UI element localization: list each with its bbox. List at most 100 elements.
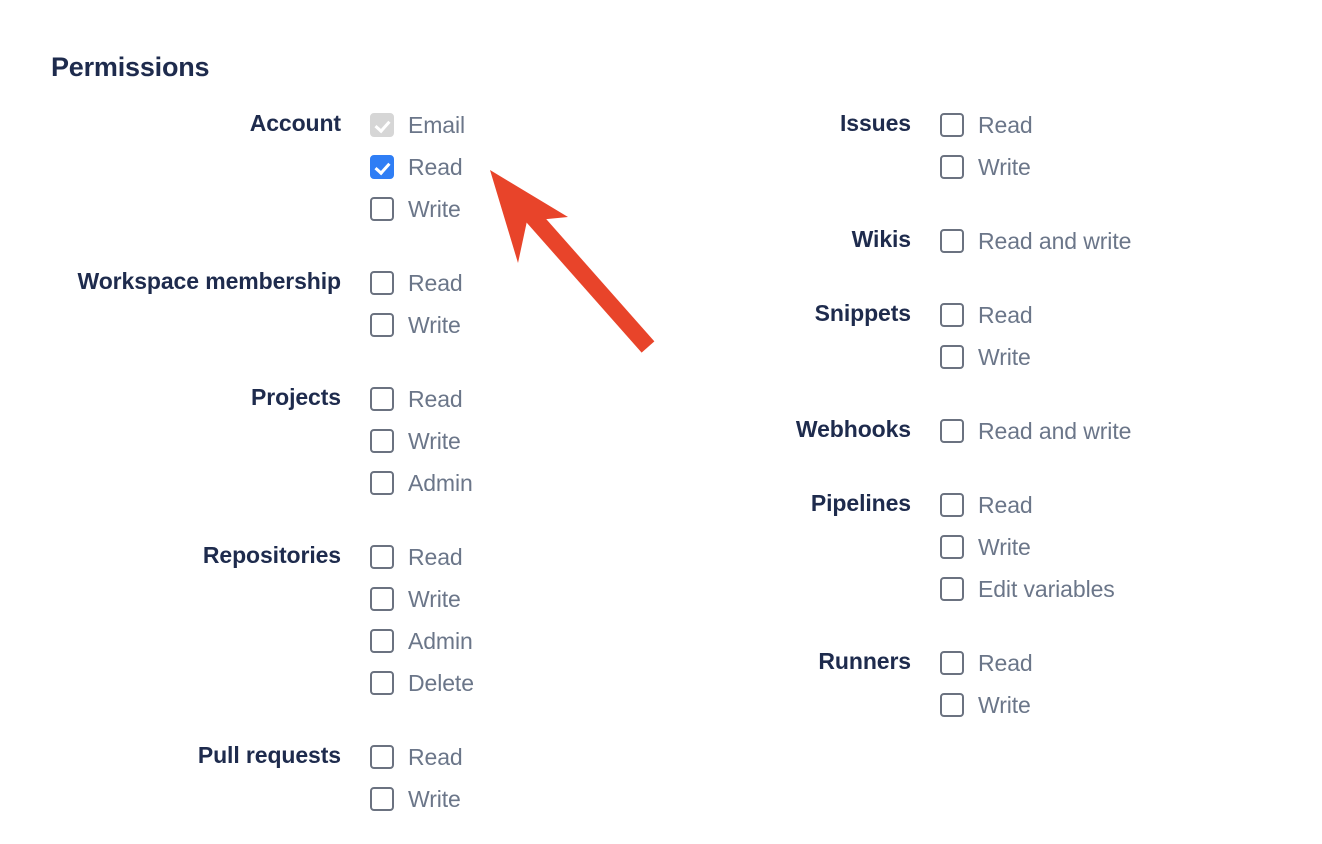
permission-option-label: Write — [408, 312, 461, 338]
permission-group-label: Issues — [839, 110, 911, 136]
permission-option-row[interactable]: Admin — [370, 462, 660, 504]
permission-option-label: Delete — [408, 670, 474, 696]
checkbox-account-email — [370, 113, 394, 137]
permission-option-row[interactable]: Write — [940, 526, 1270, 568]
permission-option-row[interactable]: Write — [370, 304, 660, 346]
permission-group-label: Projects — [251, 384, 341, 410]
permission-option-row[interactable]: Write — [370, 578, 660, 620]
checkbox-pipelines-read[interactable] — [940, 493, 964, 517]
checkbox-repositories-write[interactable] — [370, 587, 394, 611]
permission-option-label: Read — [978, 492, 1033, 518]
checkbox-projects-write[interactable] — [370, 429, 394, 453]
permission-option-row[interactable]: Delete — [370, 662, 660, 704]
permission-option-label: Read — [408, 154, 463, 180]
permission-group-label: Workspace membership — [77, 268, 342, 294]
checkbox-runners-write[interactable] — [940, 693, 964, 717]
permission-option-label: Write — [978, 154, 1031, 180]
permission-option-label: Read — [408, 386, 463, 412]
permission-option-row[interactable]: Email — [370, 104, 660, 146]
checkbox-repositories-delete[interactable] — [370, 671, 394, 695]
checkbox-repositories-read[interactable] — [370, 545, 394, 569]
permission-option-label: Read — [978, 112, 1033, 138]
permission-option-row[interactable]: Write — [370, 420, 660, 462]
permission-option-row[interactable]: Read and write — [940, 220, 1270, 262]
checkbox-pipelines-edit-variables[interactable] — [940, 577, 964, 601]
permission-option-label: Read and write — [978, 418, 1132, 444]
permission-option-row[interactable]: Edit variables — [940, 568, 1270, 610]
permission-option-row[interactable]: Read — [370, 536, 660, 578]
checkbox-projects-read[interactable] — [370, 387, 394, 411]
permission-option-label: Email — [408, 112, 466, 138]
checkbox-webhooks-read-and-write[interactable] — [940, 419, 964, 443]
page-title: Permissions — [51, 52, 210, 82]
permission-option-row[interactable]: Read — [370, 736, 660, 778]
permission-group: Webhooks Read and write — [570, 410, 1270, 452]
permission-option-label: Read — [978, 650, 1033, 676]
checkbox-account-write[interactable] — [370, 197, 394, 221]
permission-option-label: Admin — [408, 470, 473, 496]
checkbox-wikis-read-and-write[interactable] — [940, 229, 964, 253]
permission-option-label: Write — [408, 428, 461, 454]
permission-option-row[interactable]: Read — [370, 146, 660, 188]
checkbox-runners-read[interactable] — [940, 651, 964, 675]
permission-option-label: Write — [978, 534, 1031, 560]
checkbox-snippets-write[interactable] — [940, 345, 964, 369]
permission-option-label: Read — [978, 302, 1033, 328]
checkbox-workspace-membership-write[interactable] — [370, 313, 394, 337]
permission-option-row[interactable]: Write — [370, 778, 660, 820]
permission-option-row[interactable]: Read and write — [940, 410, 1270, 452]
permission-option-label: Edit variables — [978, 576, 1115, 602]
checkbox-pull-requests-write[interactable] — [370, 787, 394, 811]
permission-option-row[interactable]: Read — [940, 294, 1270, 336]
permission-option-label: Read and write — [978, 228, 1132, 254]
permission-group-options: Read and write — [911, 220, 1270, 262]
permission-option-row[interactable]: Read — [940, 104, 1270, 146]
permission-group-label: Snippets — [814, 300, 911, 326]
permission-option-row[interactable]: Write — [370, 188, 660, 230]
permission-option-label: Write — [978, 344, 1031, 370]
permission-group-options: Read and write — [911, 410, 1270, 452]
permission-option-label: Read — [408, 270, 463, 296]
checkbox-pipelines-write[interactable] — [940, 535, 964, 559]
checkbox-projects-admin[interactable] — [370, 471, 394, 495]
permission-option-label: Write — [408, 786, 461, 812]
permission-option-label: Write — [408, 586, 461, 612]
checkbox-workspace-membership-read[interactable] — [370, 271, 394, 295]
permission-option-row[interactable]: Read — [370, 262, 660, 304]
permission-option-label: Write — [408, 196, 461, 222]
checkbox-issues-read[interactable] — [940, 113, 964, 137]
permission-option-row[interactable]: Read — [940, 484, 1270, 526]
checkbox-snippets-read[interactable] — [940, 303, 964, 327]
permission-option-row[interactable]: Read — [940, 642, 1270, 684]
permission-option-row[interactable]: Write — [940, 336, 1270, 378]
permission-option-label: Write — [978, 692, 1031, 718]
checkbox-pull-requests-read[interactable] — [370, 745, 394, 769]
permission-option-row[interactable]: Write — [940, 146, 1270, 188]
permission-option-label: Admin — [408, 628, 473, 654]
permission-option-row[interactable]: Read — [370, 378, 660, 420]
checkbox-issues-write[interactable] — [940, 155, 964, 179]
permission-option-row[interactable]: Admin — [370, 620, 660, 662]
permission-group-label: Webhooks — [795, 416, 911, 442]
checkbox-repositories-admin[interactable] — [370, 629, 394, 653]
permission-option-row[interactable]: Write — [940, 684, 1270, 726]
checkbox-account-read[interactable] — [370, 155, 394, 179]
permission-group-label: Pull requests — [197, 742, 341, 768]
permission-option-label: Read — [408, 544, 463, 570]
